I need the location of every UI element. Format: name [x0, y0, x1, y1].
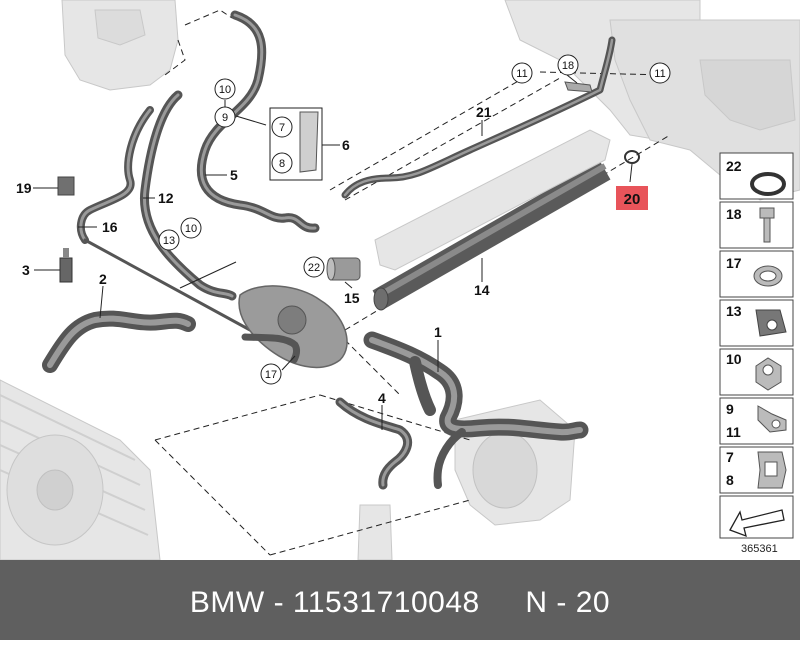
label-15: 15	[344, 290, 360, 306]
circled-labels: 11 11 18 10 9 7	[158, 54, 671, 385]
label-22: 22	[303, 256, 325, 278]
o-ring-icon	[750, 172, 786, 196]
svg-text:7: 7	[279, 122, 285, 134]
arrow-icon	[729, 509, 785, 538]
legend-item-arrow	[719, 495, 794, 539]
label-21: 21	[476, 104, 492, 120]
label-18: 18	[557, 54, 579, 76]
svg-text:10: 10	[185, 223, 197, 235]
svg-text:10: 10	[726, 351, 742, 367]
svg-text:17: 17	[265, 369, 277, 381]
legend-item-13: 13	[719, 299, 794, 347]
label-19: 19	[16, 180, 32, 196]
hose-clamp-icon	[753, 265, 783, 287]
label-6: 6	[342, 137, 350, 153]
bolt-icon	[759, 207, 775, 243]
caption-bar: BMW - 11531710048 N - 20	[0, 560, 800, 640]
legend-item-22: 22	[719, 152, 794, 200]
leader-lines	[33, 74, 633, 430]
caption-brand: BMW	[189, 586, 265, 619]
svg-text:11: 11	[726, 424, 741, 440]
label-11-a: 11	[511, 62, 533, 84]
legend-item-9-11: 9 11	[719, 397, 794, 445]
legend-item-10: 10	[719, 348, 794, 396]
plain-labels: 19 3 2 16 12 5 6 21 15 14 1 4	[16, 104, 492, 406]
caption-ref-label: N - 20	[525, 586, 611, 619]
label-14: 14	[474, 282, 490, 298]
svg-text:13: 13	[726, 303, 742, 319]
caption-part-number: 11531710048	[292, 586, 480, 619]
hose-clip-icon	[757, 405, 787, 433]
caption-text: BMW - 11531710048 N - 20	[0, 560, 800, 640]
svg-text:18: 18	[726, 206, 742, 222]
highlight-label-20: 20	[616, 186, 648, 210]
legend-item-17: 17	[719, 250, 794, 298]
label-8: 8	[271, 152, 293, 174]
label-17: 17	[260, 363, 282, 385]
highlight-box	[616, 186, 648, 210]
label-9: 9	[214, 106, 236, 128]
label-16: 16	[102, 219, 118, 235]
svg-text:22: 22	[308, 262, 320, 274]
grommet-icon	[755, 309, 787, 337]
svg-text:8: 8	[279, 158, 285, 170]
svg-text:8: 8	[726, 472, 734, 488]
svg-text:7: 7	[726, 449, 734, 465]
label-12: 12	[158, 190, 174, 206]
label-4: 4	[378, 390, 386, 406]
nut-icon	[755, 357, 782, 391]
bracket-clip-icon	[757, 451, 787, 489]
label-10-b: 10	[180, 217, 202, 239]
label-2: 2	[99, 271, 107, 287]
svg-text:18: 18	[562, 60, 574, 72]
label-5: 5	[230, 167, 238, 183]
svg-text:9: 9	[222, 112, 228, 124]
svg-text:9: 9	[726, 401, 734, 417]
legend-item-18: 18	[719, 201, 794, 249]
label-13: 13	[158, 229, 180, 251]
parts-diagram: 11 11 18 10 9 7	[0, 0, 800, 560]
svg-text:11: 11	[516, 68, 527, 80]
legend-item-7-8: 7 8	[719, 446, 794, 494]
caption-separator: -	[273, 586, 285, 619]
svg-text:10: 10	[219, 84, 231, 96]
label-3: 3	[22, 262, 30, 278]
svg-text:20: 20	[624, 191, 641, 208]
label-10-a: 10	[214, 78, 236, 100]
parts-legend: 22 18 17	[719, 152, 794, 555]
label-7: 7	[271, 116, 293, 138]
svg-text:13: 13	[163, 235, 175, 247]
svg-text:11: 11	[654, 68, 665, 80]
diagram-reference-id: 365361	[741, 543, 778, 555]
svg-text:17: 17	[726, 255, 742, 271]
svg-text:22: 22	[726, 158, 742, 174]
label-11-b: 11	[649, 62, 671, 84]
hose-parts	[42, 10, 640, 490]
label-1: 1	[434, 324, 442, 340]
